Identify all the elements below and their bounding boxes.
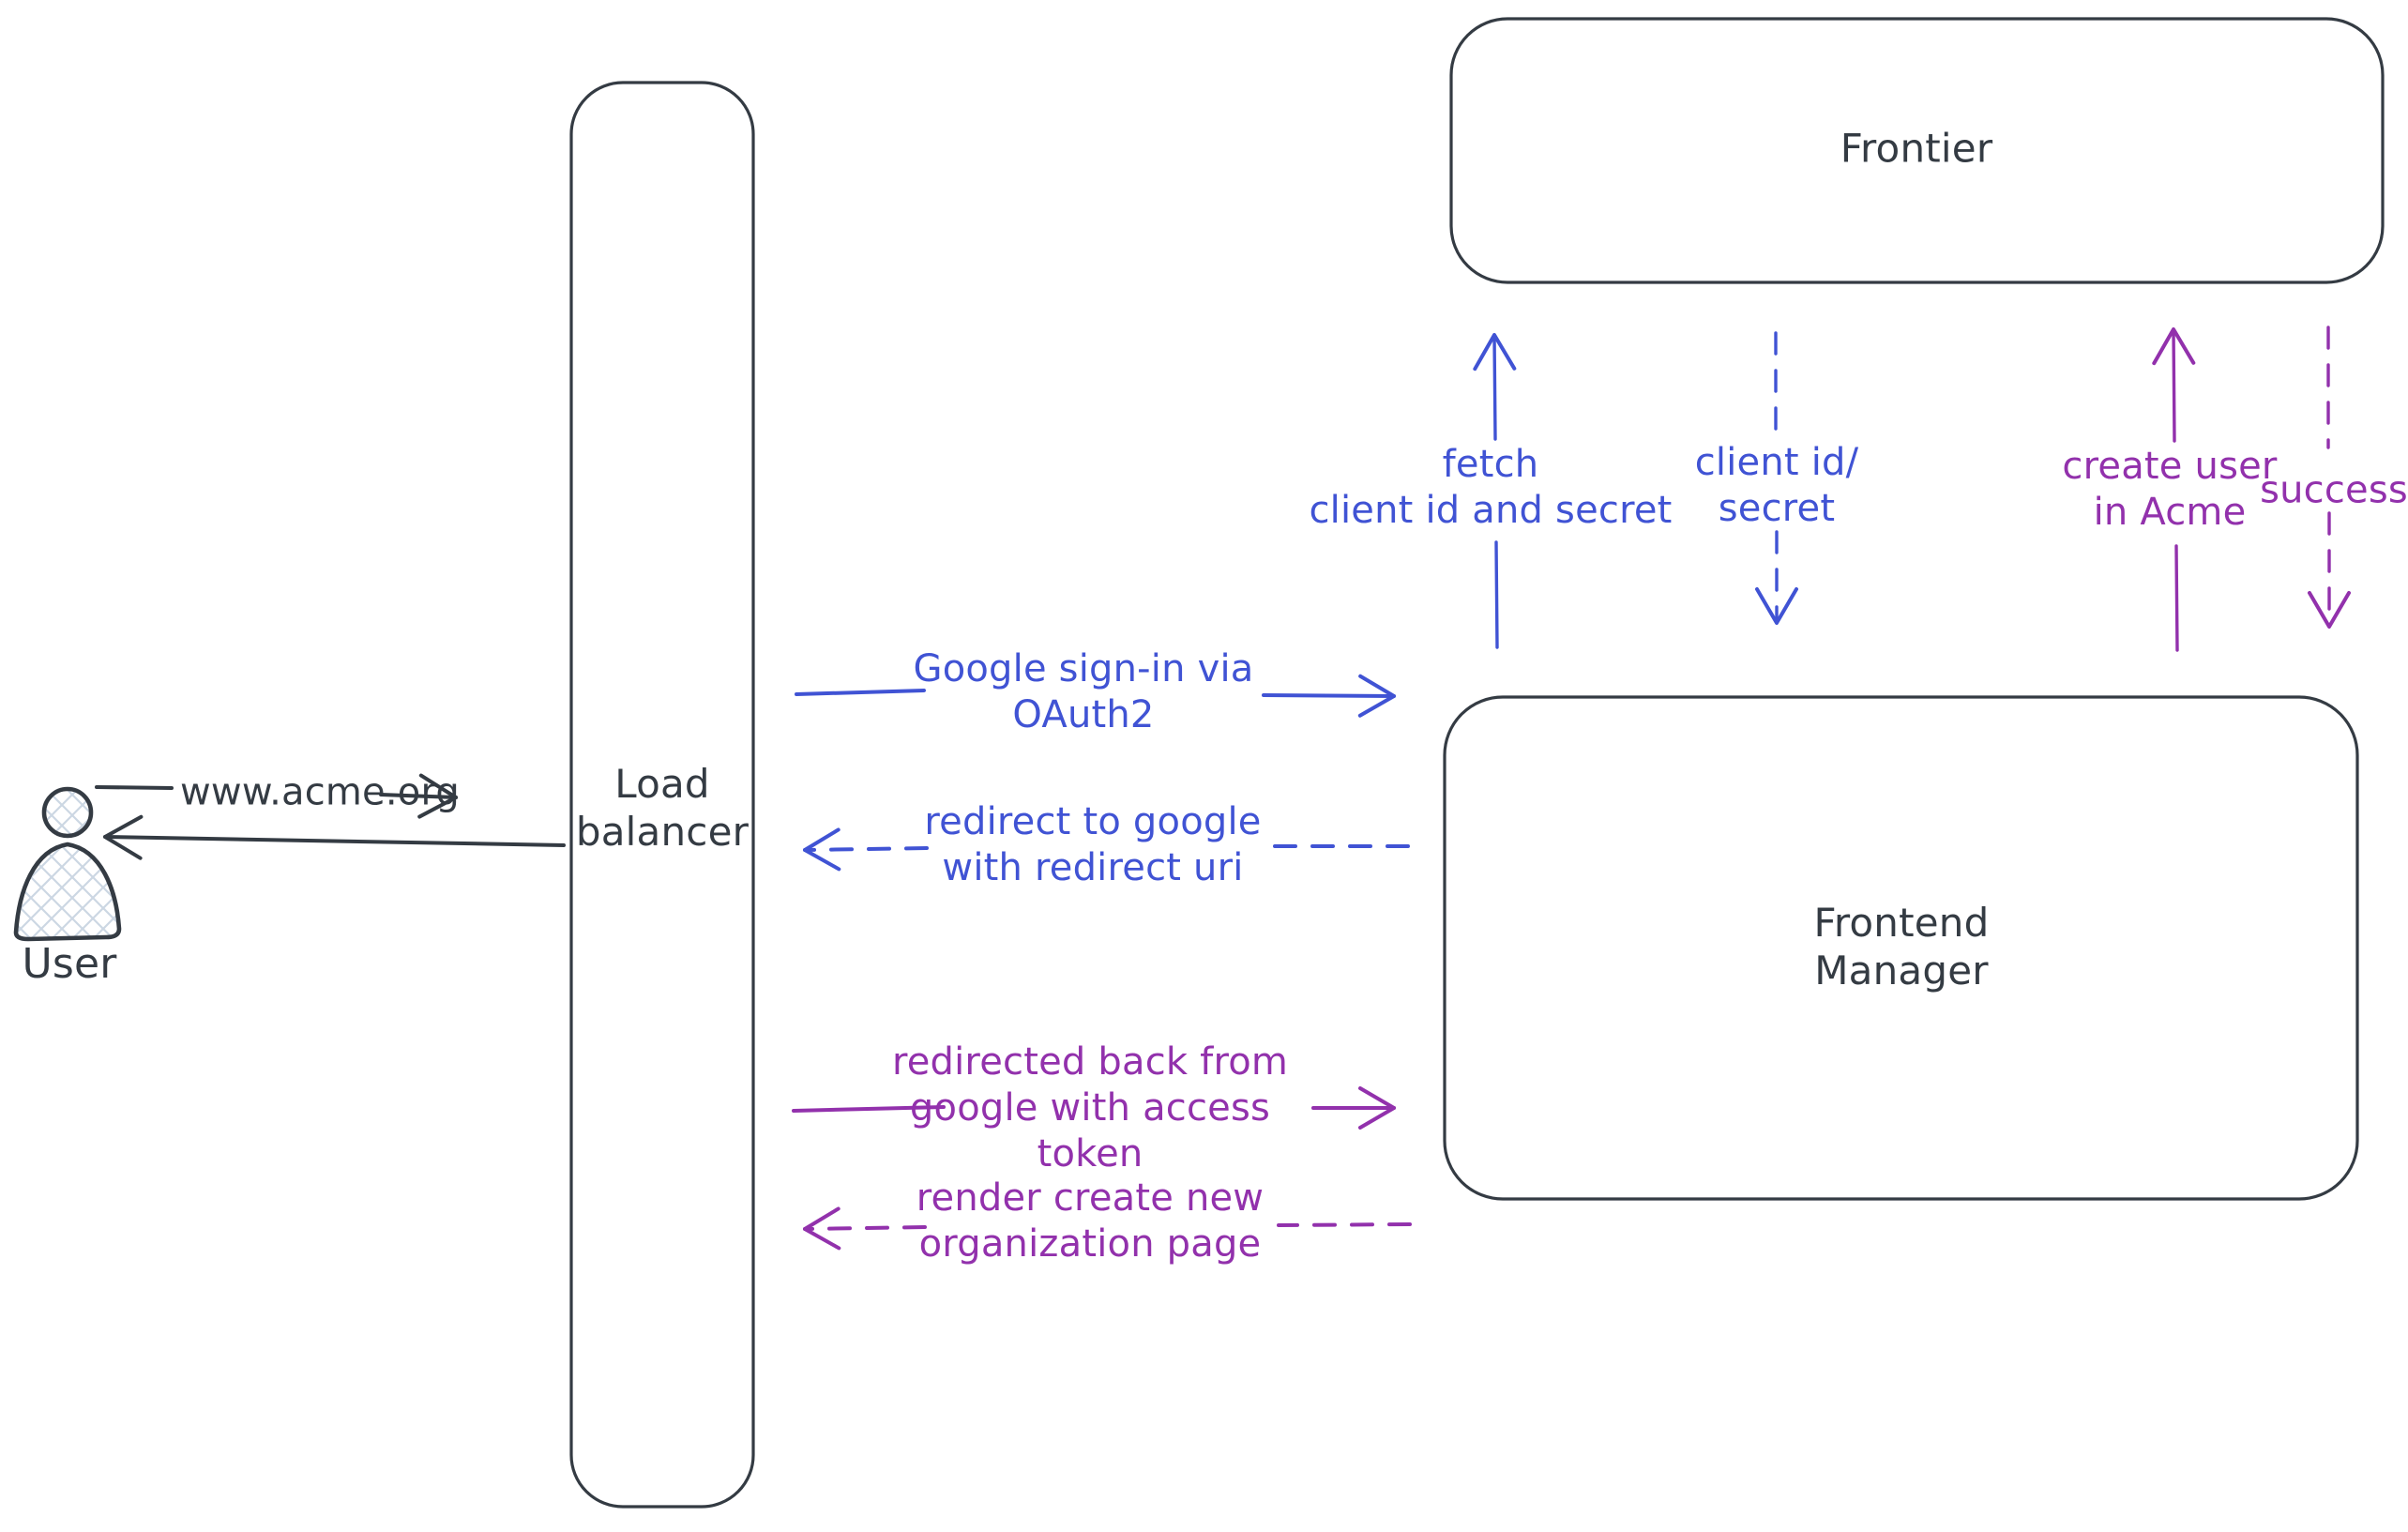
arrow-segment bbox=[95, 785, 174, 790]
arrow-segment bbox=[792, 1105, 946, 1113]
arrow-segment bbox=[795, 689, 926, 696]
frontier-label: Frontier bbox=[1840, 125, 1993, 172]
arrow-google-signin bbox=[795, 674, 1396, 718]
arrow-segment bbox=[803, 827, 929, 872]
arrow-redirected-back bbox=[792, 1086, 1396, 1130]
arrow-fetch-client-id bbox=[1473, 333, 1517, 649]
user-figure-body bbox=[13, 842, 122, 942]
edge-label-render-org-page: render create new organization page bbox=[916, 1176, 1265, 1266]
arrow-success bbox=[2308, 326, 2351, 629]
arrow-segment bbox=[1277, 1222, 1412, 1227]
edge-label-google-signin: Google sign-in via OAuth2 bbox=[913, 647, 1254, 736]
arrow-www-request bbox=[95, 773, 458, 819]
user-figure-head bbox=[41, 786, 94, 839]
frontend-manager-label: Frontend Manager bbox=[1813, 899, 1990, 994]
arrow-segment bbox=[1473, 333, 1517, 441]
load-balancer-box bbox=[569, 81, 755, 1509]
edge-label-www-request: www.acme.org bbox=[180, 770, 460, 814]
edge-label-client-id-secret: client id/ secret bbox=[1694, 441, 1859, 530]
arrow-segment bbox=[2174, 544, 2179, 652]
arrow-render-org-page bbox=[803, 1206, 1412, 1251]
arrow-segment bbox=[1262, 674, 1396, 718]
edge-label-redirected-back: redirected back from google with access … bbox=[891, 1039, 1289, 1176]
frontier-box bbox=[1449, 17, 2385, 284]
load-balancer-label: Load balancer bbox=[575, 760, 750, 855]
arrow-segment bbox=[803, 1206, 927, 1251]
arrow-create-user bbox=[2152, 327, 2196, 652]
user-label: User bbox=[22, 940, 117, 989]
frontend-manager-box bbox=[1443, 695, 2359, 1201]
arrow-segment bbox=[1494, 540, 1499, 649]
edge-label-success: success bbox=[2260, 468, 2408, 512]
user-figure bbox=[13, 786, 122, 942]
edge-label-fetch-client-id: fetch client id and secret bbox=[1309, 443, 1673, 532]
edge-label-redirect-to-google: redirect to google with redirect uri bbox=[924, 800, 1262, 889]
arrow-segment bbox=[379, 773, 458, 819]
arrow-redirect-to-google bbox=[803, 827, 1410, 872]
arrow-client-id-secret bbox=[1755, 331, 1798, 625]
arrow-lb-return bbox=[103, 814, 566, 860]
edge-label-create-user: create user in Acme bbox=[2062, 445, 2278, 534]
arrow-segment bbox=[2152, 327, 2196, 443]
